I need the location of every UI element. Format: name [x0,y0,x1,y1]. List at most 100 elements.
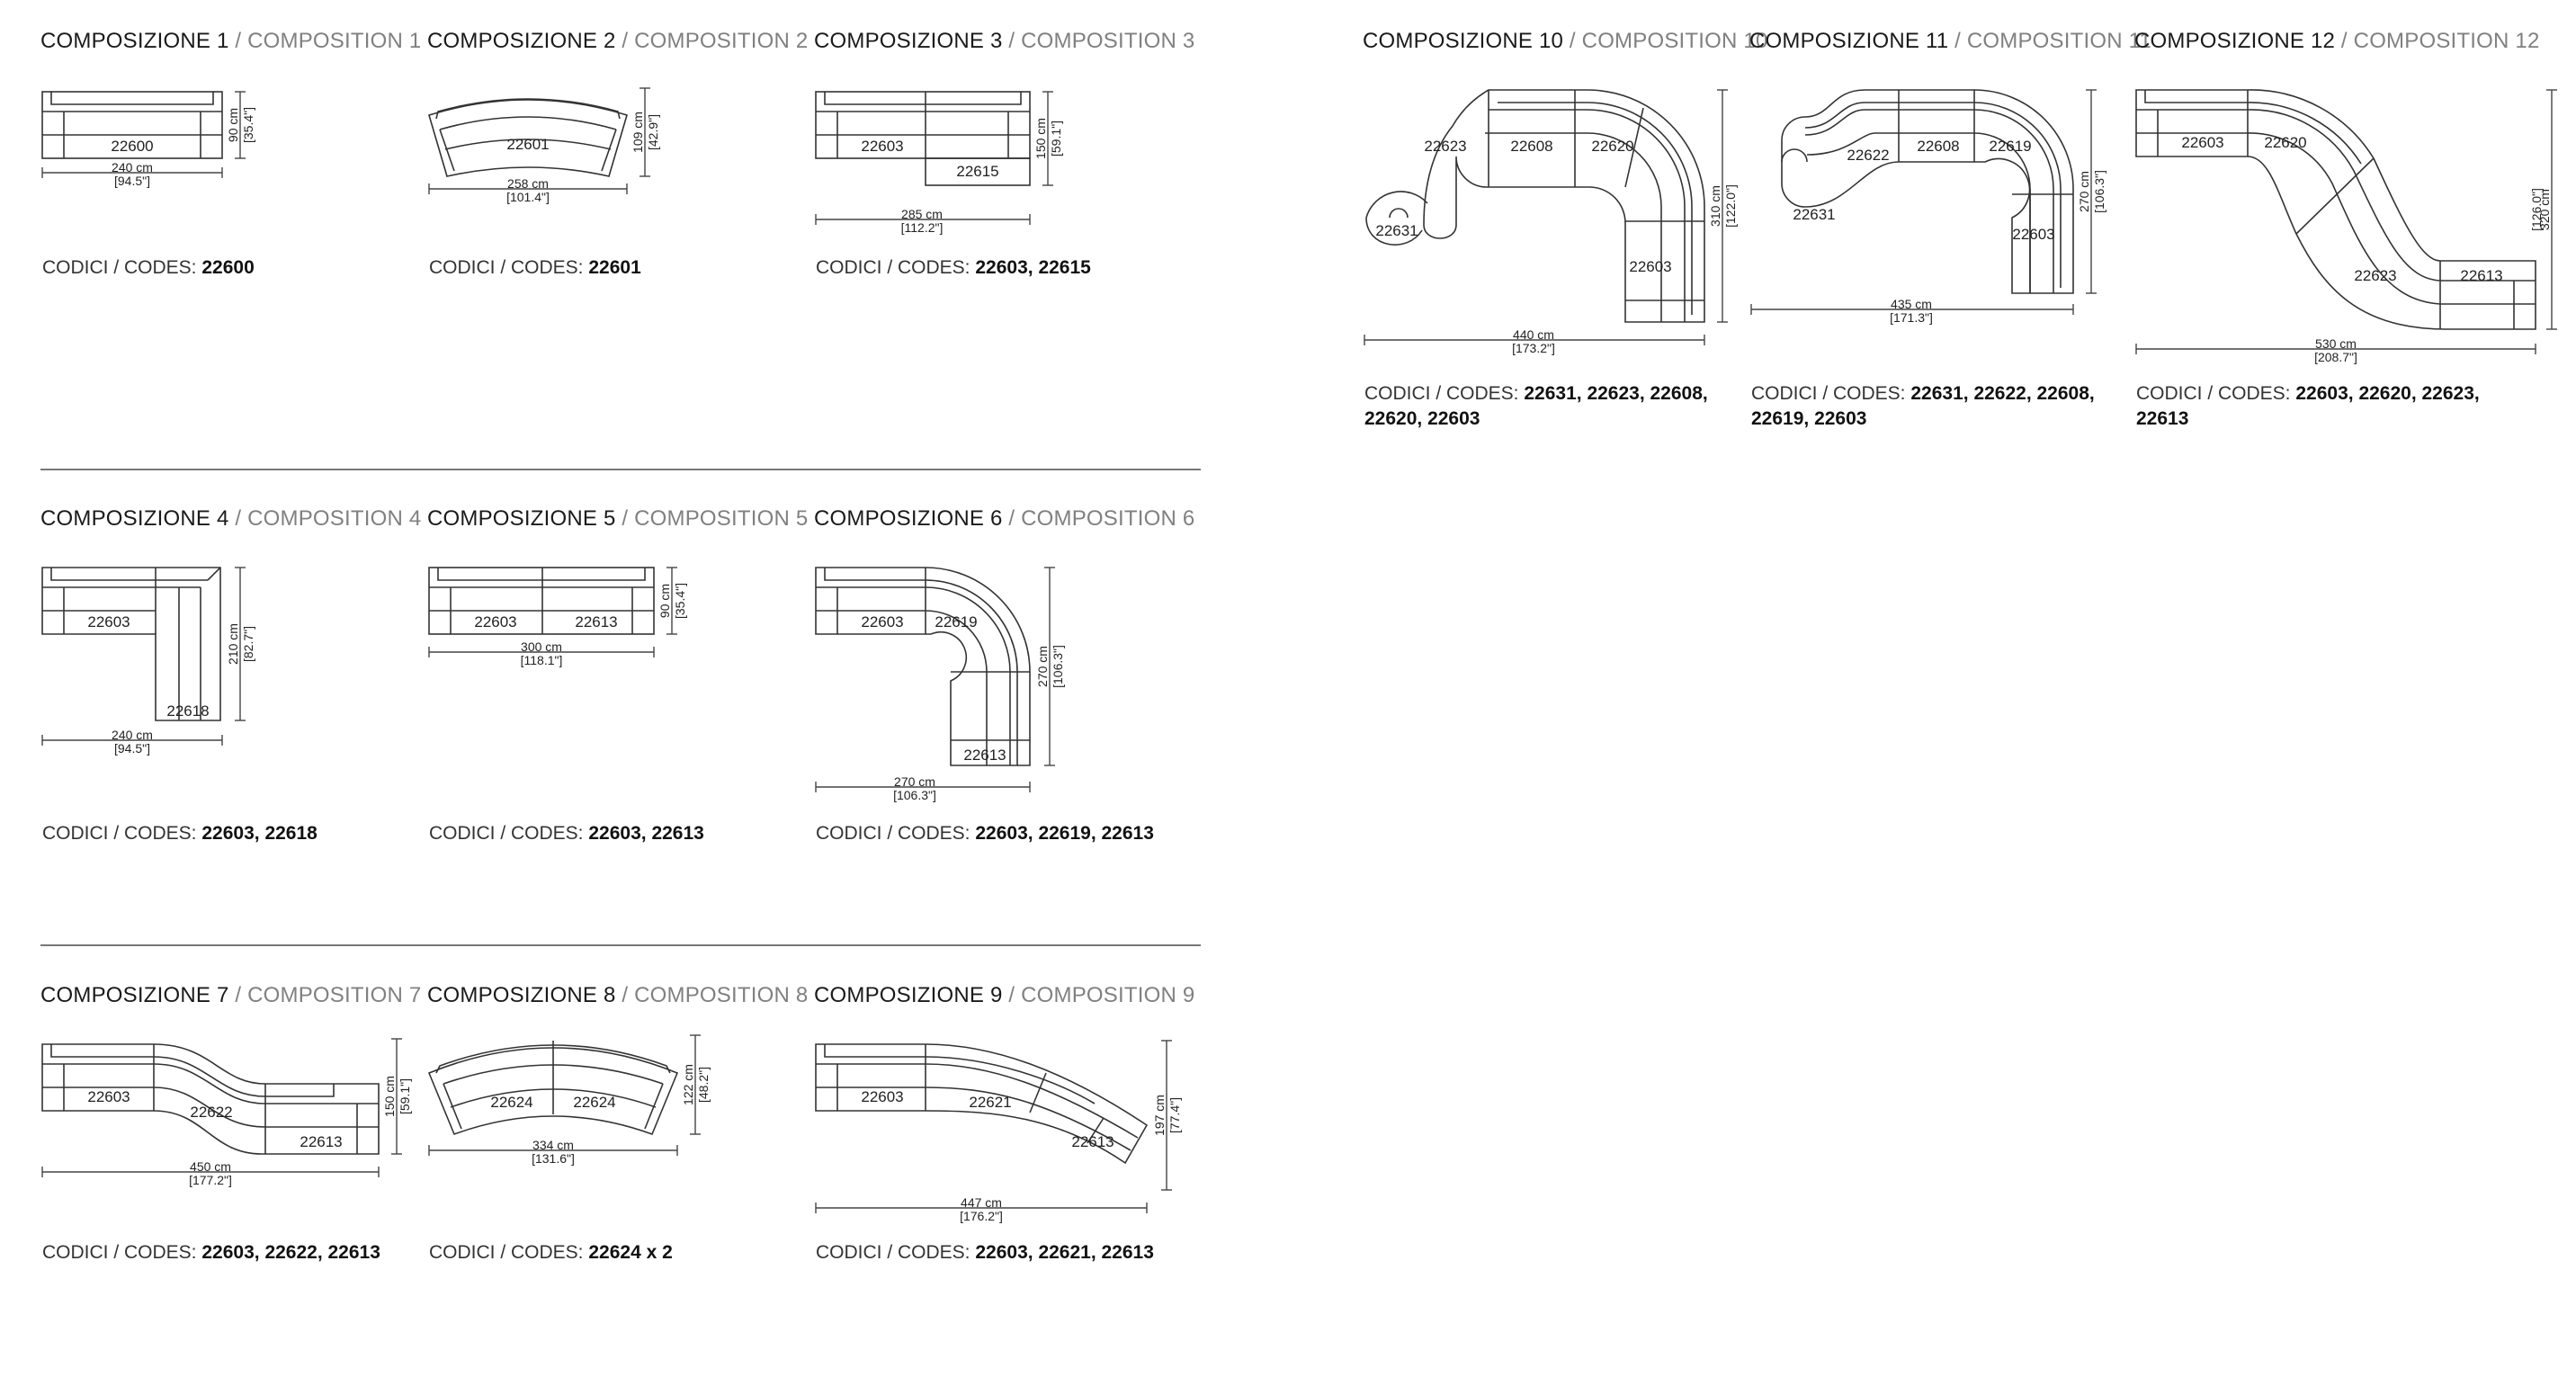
module-label: 22618 [166,702,209,720]
module-label: 22624 [573,1094,615,1111]
codes-line: CODICI / CODES: 22631, 22622, 22608, 226… [1751,383,2095,429]
depth-inch-label: [77.4"] [1167,1097,1182,1133]
codes-line: CODICI / CODES: 22624 x 2 [429,1242,673,1263]
codes-line: CODICI / CODES: 22603, 22621, 22613 [816,1242,1154,1263]
width-inch-label: [94.5"] [114,741,150,756]
section-divider [40,944,1201,946]
module-label: 22613 [575,613,617,630]
composition-1-diagram: 22600 240 cm [94.5"] 90 cm [35.4"] [41,91,255,188]
composition-6: COMPOSIZIONE 6 / COMPOSITION 6 22603 226… [814,496,1194,918]
width-inch-label: [176.2"] [960,1209,1003,1223]
composition-1: COMPOSIZIONE 1 / COMPOSITION 1 22600 240… [40,18,422,441]
depth-inch-label: [126.0"] [2529,188,2544,231]
composition-title: COMPOSIZIONE 8 / COMPOSITION 8 [427,983,809,1007]
codes-line: CODICI / CODES: 22603, 22620, 22623, 226… [2136,383,2480,429]
codes-line: CODICI / CODES: 22631, 22623, 22608, 226… [1364,383,1708,429]
composition-title: COMPOSIZIONE 2 / COMPOSITION 2 [427,29,809,53]
composition-12-diagram: 22603 22620 22623 22613 530 cm [208.7"] … [2135,89,2557,364]
module-label: 22608 [1510,138,1552,155]
composition-3: COMPOSIZIONE 3 / COMPOSITION 3 22603 226… [814,18,1195,441]
module-label: 22631 [1793,206,1835,223]
composition-4-diagram: 22603 22618 240 cm [94.5"] 210 cm [82.7"… [41,567,255,756]
composition-title: COMPOSIZIONE 4 / COMPOSITION 4 [40,506,422,531]
module-label: 22613 [300,1133,342,1150]
codes-line: CODICI / CODES: 22603, 22613 [429,823,704,844]
module-label: 22631 [1375,222,1418,239]
width-inch-label: [173.2"] [1512,341,1555,355]
depth-inch-label: [106.3"] [2092,170,2106,213]
depth-inch-label: [59.1"] [398,1078,412,1114]
composition-title: COMPOSIZIONE 9 / COMPOSITION 9 [814,983,1195,1007]
depth-inch-label: [59.1"] [1049,121,1063,156]
composition-7-diagram: 22603 22622 22613 450 cm [177.2"] 150 cm… [41,1038,412,1187]
composition-10-diagram: 22623 22608 22620 22631 22603 440 cm [17… [1364,89,1738,355]
depth-inch-label: [48.2"] [696,1067,711,1103]
composition-6-diagram: 22603 22619 22613 270 cm [106.3"] 270 cm… [815,567,1065,802]
width-label: 450 cm [190,1159,231,1174]
composition-title: COMPOSIZIONE 3 / COMPOSITION 3 [814,29,1195,53]
width-label: 447 cm [961,1195,1002,1210]
module-label: 22603 [87,1088,130,1105]
width-inch-label: [208.7"] [2314,350,2357,364]
depth-label: 270 cm [2077,171,2091,212]
composition-5: COMPOSIZIONE 5 / COMPOSITION 5 22603 226… [427,496,809,918]
depth-label: 90 cm [657,584,672,618]
width-inch-label: [112.2"] [901,220,944,235]
codes-line: CODICI / CODES: 22603, 22618 [42,823,318,844]
module-label: 22620 [1591,138,1633,155]
module-label: 22601 [506,136,549,153]
depth-label: 122 cm [681,1064,695,1105]
width-label: 270 cm [894,774,935,789]
module-label: 22603 [861,613,903,630]
composition-title: COMPOSIZIONE 1 / COMPOSITION 1 [40,29,422,53]
width-label: 334 cm [532,1138,574,1152]
composition-title: COMPOSIZIONE 12 / COMPOSITION 12 [2134,29,2540,53]
composition-8: COMPOSIZIONE 8 / COMPOSITION 8 22624 226… [427,972,809,1395]
module-label: 22608 [1917,138,1959,155]
depth-label: 150 cm [382,1076,397,1117]
width-inch-label: [106.3"] [893,788,936,802]
depth-label: 197 cm [1152,1095,1167,1136]
depth-inch-label: [122.0"] [1723,184,1738,228]
width-inch-label: [101.4"] [506,190,550,204]
width-inch-label: [131.6"] [532,1151,575,1166]
width-inch-label: [94.5"] [114,174,150,188]
depth-label: 150 cm [1033,118,1048,159]
composition-9-diagram: 22603 22621 22613 447 cm [176.2"] 197 cm… [815,1040,1182,1223]
module-label: 22603 [2181,134,2223,151]
module-label: 22603 [1629,258,1671,275]
composition-11-diagram: 22622 22608 22619 22631 22603 435 cm [17… [1750,89,2106,325]
composition-10: COMPOSIZIONE 10 / COMPOSITION 10 22623 2… [1363,18,1767,441]
composition-7: COMPOSIZIONE 7 / COMPOSITION 7 22603 226… [40,972,421,1395]
module-label: 22613 [2460,267,2502,284]
codes-line: CODICI / CODES: 22601 [429,257,641,278]
module-label: 22623 [2354,267,2396,284]
module-label: 22619 [935,613,977,630]
depth-label: 320 cm [2537,189,2552,230]
depth-inch-label: [35.4"] [241,107,255,143]
module-label: 22603 [87,613,130,630]
width-inch-label: [177.2"] [189,1173,232,1187]
width-inch-label: [171.3"] [1890,310,1933,325]
codes-line: CODICI / CODES: 22603, 22615 [816,257,1091,278]
module-label: 22623 [1424,138,1466,155]
composition-12: COMPOSIZIONE 12 / COMPOSITION 12 22603 2… [2134,18,2557,441]
composition-5-diagram: 22603 22613 300 cm [118.1"] 90 cm [35.4"… [428,567,687,667]
composition-2-diagram: 22601 258 cm [101.4"] 109 cm [42.9"] [428,87,660,204]
module-label: 22622 [1847,147,1889,164]
composition-3-diagram: 22603 22615 285 cm [112.2"] 150 cm [59.1… [815,91,1063,235]
width-label: 258 cm [507,176,549,191]
depth-label: 270 cm [1035,646,1050,687]
module-label: 22621 [969,1094,1011,1111]
width-label: 300 cm [521,639,562,654]
composition-title: COMPOSIZIONE 5 / COMPOSITION 5 [427,506,809,531]
composition-11: COMPOSIZIONE 11 / COMPOSITION 11 22622 2… [1749,18,2151,441]
module-label: 22613 [1071,1133,1114,1150]
module-label: 22613 [963,747,1006,764]
module-label: 22624 [490,1094,532,1111]
module-label: 22622 [190,1104,232,1121]
module-label: 22603 [861,1088,903,1105]
width-label: 285 cm [901,207,943,221]
width-label: 435 cm [1891,297,1932,311]
module-label: 22603 [474,613,516,630]
